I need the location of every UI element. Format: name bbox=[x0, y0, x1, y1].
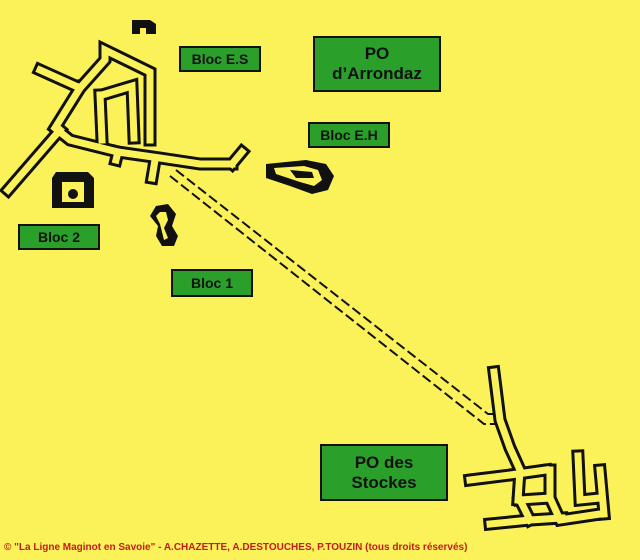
bloc-es-label: Bloc E.S bbox=[179, 46, 261, 72]
bloc-2-text: Bloc 2 bbox=[37, 228, 80, 245]
po-stockes-label: PO des Stockes bbox=[320, 444, 448, 501]
bloc-eh-structure bbox=[266, 160, 334, 194]
bloc-es-text: Bloc E.S bbox=[191, 50, 249, 67]
bloc-eh-label: Bloc E.H bbox=[308, 122, 390, 148]
small-bunker-top bbox=[132, 20, 156, 34]
bloc-1-text: Bloc 1 bbox=[190, 274, 233, 291]
po-stockes-galleries bbox=[462, 364, 612, 532]
po-arrondaz-label: PO d’Arrondaz bbox=[313, 36, 441, 92]
bloc-1-label: Bloc 1 bbox=[171, 269, 253, 297]
bloc-1-structure bbox=[150, 204, 178, 246]
copyright-notice: © "La Ligne Maginot en Savoie" - A.CHAZE… bbox=[4, 542, 468, 553]
po-stockes-line2: Stockes bbox=[351, 472, 417, 492]
connecting-gallery bbox=[169, 169, 500, 425]
bloc-2-structure bbox=[52, 172, 94, 208]
po-arrondaz-line1: PO bbox=[364, 44, 390, 64]
po-arrondaz-line2: d’Arrondaz bbox=[332, 64, 422, 83]
bloc-eh-text: Bloc E.H bbox=[320, 126, 378, 143]
po-stockes-line1: PO des bbox=[354, 452, 414, 472]
bloc-2-label: Bloc 2 bbox=[18, 224, 100, 250]
po-arrondaz-galleries bbox=[0, 39, 252, 200]
